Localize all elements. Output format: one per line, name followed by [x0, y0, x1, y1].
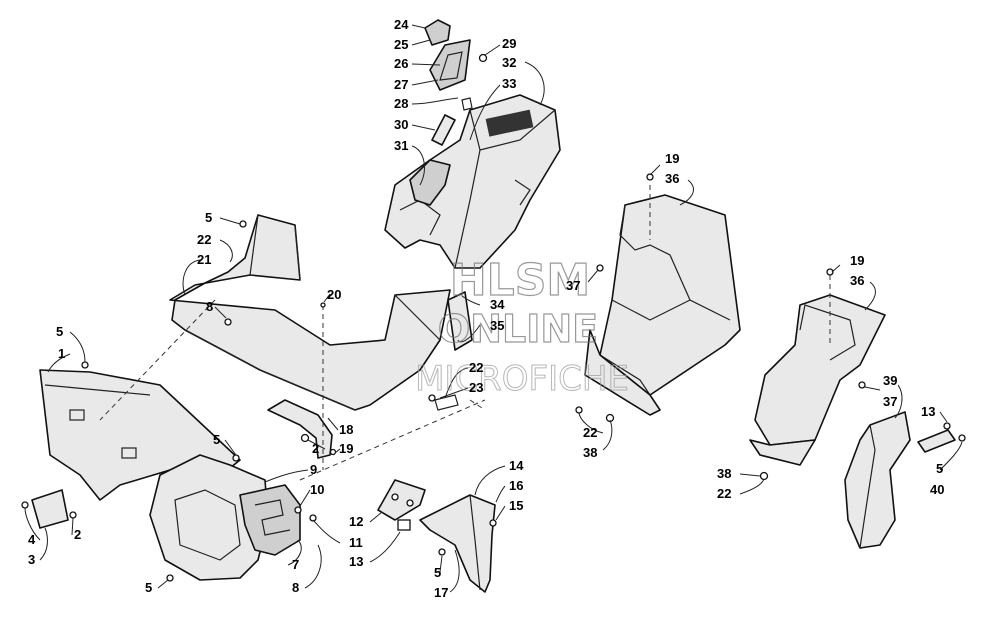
callout-8-lower: 8 [292, 580, 299, 595]
lower-panel-flange [749, 439, 816, 466]
callout-19-upper: 19 [665, 151, 679, 166]
callout-22-low: 22 [717, 486, 731, 501]
callout-37-lower: 37 [883, 394, 897, 409]
callout-24: 24 [394, 17, 409, 32]
callout-14: 14 [509, 458, 524, 473]
front-fender-assembly [31, 369, 301, 581]
fastener-hardware [21, 53, 966, 582]
mud-flap-39 [844, 411, 911, 549]
callout-19-lower: 19 [850, 253, 864, 268]
watermark-line3: MICROFICHE [415, 359, 629, 399]
callout-30: 30 [394, 117, 408, 132]
callout-22-floor: 22 [197, 232, 211, 247]
right-side-panel-upper [584, 194, 741, 416]
watermark: HLSM ONLINE MICROFICHE [415, 254, 630, 399]
callout-40: 40 [930, 482, 944, 497]
callout-27: 27 [394, 77, 408, 92]
shift-switch [424, 19, 451, 46]
bracket-34-body [447, 291, 473, 351]
callout-36-upper: 36 [665, 171, 679, 186]
side-panel-36-lower [754, 294, 886, 446]
callout-12: 12 [349, 514, 363, 529]
callout-13-lower: 13 [349, 554, 363, 569]
support-bracket-18 [267, 399, 333, 459]
callout-20: 20 [327, 287, 341, 302]
callout-8-floor: 8 [206, 299, 213, 314]
callout-21: 21 [197, 252, 211, 267]
callout-29: 29 [502, 36, 516, 51]
callout-5-bottom: 5 [145, 580, 152, 595]
callout-18: 18 [339, 422, 353, 437]
shift-lever-arm [431, 114, 456, 146]
leader-lines [24, 24, 963, 593]
bracket-34 [434, 291, 473, 411]
callout-39: 39 [883, 373, 897, 388]
callout-32: 32 [502, 55, 516, 70]
watermark-line2: ONLINE [438, 307, 598, 351]
bracket-18-body [267, 399, 333, 459]
callout-19-mid: 19 [339, 441, 353, 456]
callout-38-low: 38 [717, 466, 731, 481]
callout-26: 26 [394, 56, 408, 71]
callout-9: 9 [310, 462, 317, 477]
shifter-boot [409, 159, 451, 206]
callout-34: 34 [490, 297, 505, 312]
callout-22-mid: 22 [583, 425, 597, 440]
callout-2-left: 2 [74, 527, 81, 542]
callout-4: 4 [28, 532, 36, 547]
watermark-line1: HLSM [450, 255, 590, 306]
callout-5-fender: 5 [213, 432, 220, 447]
callout-5-front: 5 [56, 324, 63, 339]
callout-11: 11 [349, 535, 363, 550]
console-assembly [384, 19, 561, 269]
callout-2-mid: 2 [312, 441, 319, 456]
callout-10: 10 [310, 482, 324, 497]
callout-16: 16 [509, 478, 523, 493]
callout-1: 1 [58, 346, 65, 361]
callout-3: 3 [28, 552, 35, 567]
callout-22-bracket: 22 [469, 360, 483, 375]
console-decal [485, 109, 534, 137]
callout-36-lower: 36 [850, 273, 864, 288]
callout-31: 31 [394, 138, 408, 153]
callout-37-upper: 37 [566, 278, 580, 293]
callout-33: 33 [502, 76, 516, 91]
bracket-plate [377, 479, 426, 521]
callout-38-mid: 38 [583, 445, 597, 460]
mud-flap-body [844, 411, 911, 549]
callout-28: 28 [394, 96, 408, 111]
callout-35: 35 [490, 318, 504, 333]
mud-flap-14-body [419, 494, 496, 593]
bracket-40 [917, 429, 956, 453]
callout-7: 7 [292, 557, 299, 572]
fender-bracket-12 [377, 479, 426, 531]
panel-upper-flange [584, 329, 661, 416]
callout-13-right: 13 [921, 404, 935, 419]
bracket-40-body [917, 429, 956, 453]
front-bumper-left [31, 489, 69, 529]
spacer-13 [397, 519, 411, 531]
callout-5-right: 5 [936, 461, 943, 476]
callout-23: 23 [469, 380, 483, 395]
grille-bracket-7 [239, 484, 301, 556]
front-fender-well [149, 454, 269, 581]
callout-labels: 24 25 26 27 28 30 31 29 32 33 19 36 37 1… [28, 17, 944, 600]
callout-5-floor: 5 [205, 210, 212, 225]
assembly-lines [99, 185, 831, 481]
callout-25: 25 [394, 37, 408, 52]
callout-5-flap: 5 [434, 565, 441, 580]
front-mud-flap-14 [419, 494, 496, 593]
callout-15: 15 [509, 498, 523, 513]
console-body [384, 94, 561, 269]
callout-17: 17 [434, 585, 448, 600]
